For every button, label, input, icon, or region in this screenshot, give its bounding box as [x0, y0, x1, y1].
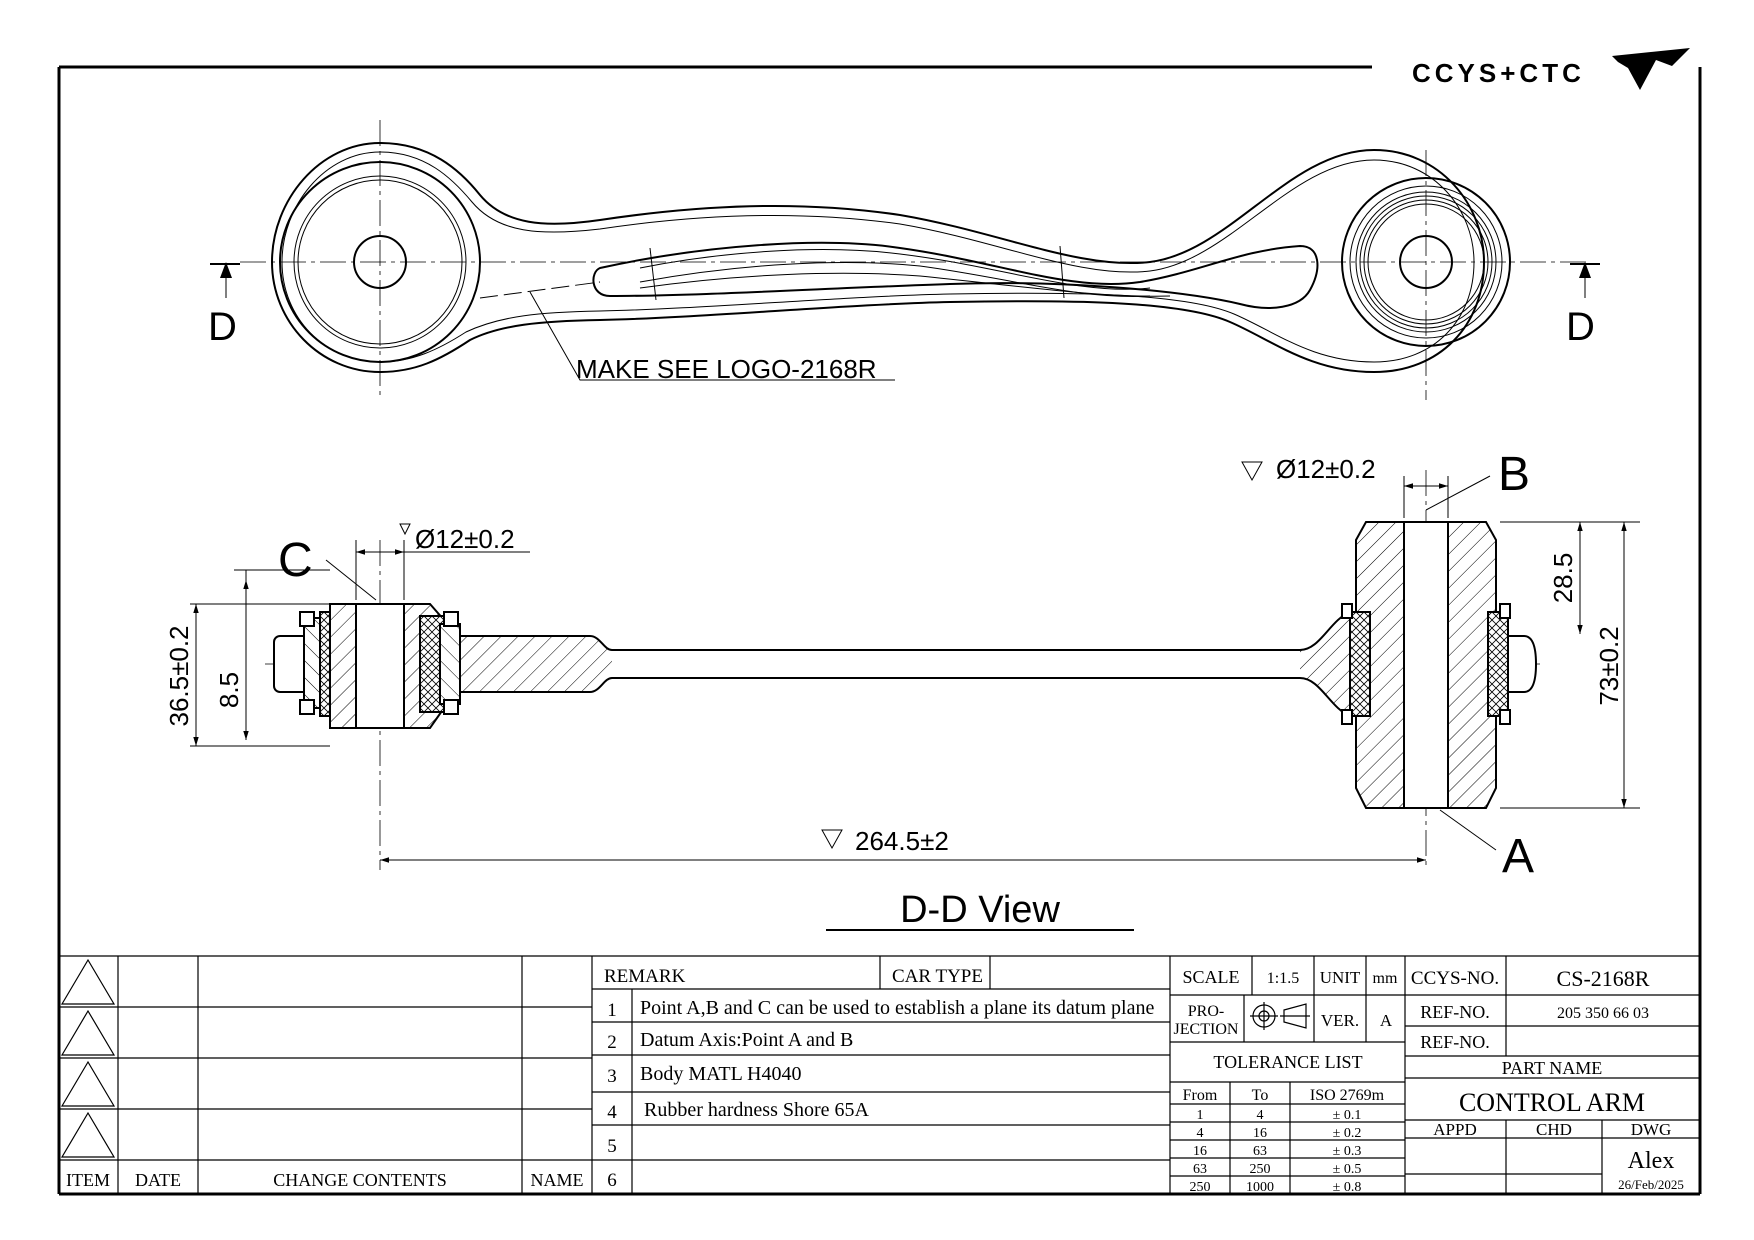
projection-label-2: JECTION	[1174, 1021, 1239, 1038]
projection-label-1: PRO-	[1188, 1003, 1224, 1020]
remark-text-2: Datum Axis:Point A and B	[640, 1029, 853, 1051]
dim-length: 264.5±2	[855, 826, 949, 856]
scale-value: 1:1.5	[1267, 970, 1299, 987]
tolerance-table: TOLERANCE LIST From To ISO 2769m 1 4 ± 0…	[1170, 1052, 1405, 1195]
tol-to-3: 63	[1253, 1144, 1267, 1159]
dim-height-right: 73±0.2	[1594, 626, 1624, 705]
tol-to-2: 16	[1253, 1126, 1267, 1141]
ref-no-label-2: REF-NO.	[1420, 1032, 1490, 1052]
scale-label: SCALE	[1182, 967, 1239, 987]
remark-no-6: 6	[607, 1170, 617, 1191]
rev-header-item: ITEM	[66, 1170, 110, 1190]
remark-header: REMARK	[604, 966, 686, 987]
top-view: MAKE SEE LOGO-2168R D D	[208, 120, 1600, 400]
dim-height-left: 36.5±0.2	[164, 625, 194, 726]
rev-header-name: NAME	[531, 1170, 584, 1190]
ver-value: A	[1380, 1011, 1393, 1030]
appd-label: APPD	[1433, 1120, 1476, 1139]
remark-no-1: 1	[607, 1000, 617, 1021]
ref-no-label-1: REF-NO.	[1420, 1002, 1490, 1022]
dwg-date: 26/Feb/2025	[1618, 1177, 1684, 1192]
tol-from-2: 4	[1197, 1126, 1204, 1141]
brand-logo-mark	[1612, 48, 1690, 90]
tol-header-std: ISO 2769m	[1310, 1087, 1385, 1104]
brand-logo: CCYS+CTC	[1412, 48, 1690, 90]
tol-header-to: To	[1252, 1087, 1269, 1104]
title-block: ITEM DATE CHANGE CONTENTS NAME REMARK CA…	[59, 955, 1700, 1195]
logo-note: MAKE SEE LOGO-2168R	[576, 354, 877, 384]
projection-symbol-icon	[1250, 1002, 1310, 1030]
remark-no-4: 4	[607, 1102, 617, 1123]
revision-table: ITEM DATE CHANGE CONTENTS NAME	[59, 956, 593, 1194]
ref-no-value-1: 205 350 66 03	[1557, 1005, 1649, 1022]
section-label-right: D	[1566, 305, 1595, 349]
brand-logo-text: CCYS+CTC	[1412, 58, 1585, 88]
dim-offset-left: 8.5	[214, 672, 244, 708]
tol-from-4: 63	[1193, 1162, 1207, 1177]
tol-to-5: 1000	[1246, 1180, 1274, 1195]
tol-value-2: ± 0.2	[1333, 1126, 1362, 1141]
section-view: Ø12±0.2 C Ø12±0.2 B A 264.5±2 36.5±0.2 8…	[164, 448, 1640, 931]
chd-label: CHD	[1536, 1120, 1572, 1139]
dim-hole-b: Ø12±0.2	[1276, 454, 1376, 484]
point-b-label: B	[1498, 448, 1530, 501]
scale-block: SCALE 1:1.5 UNIT mm PRO- JECTION VER. A	[1170, 956, 1406, 1194]
ccys-no-label: CCYS-NO.	[1411, 968, 1499, 989]
dwg-label: DWG	[1631, 1120, 1672, 1139]
part-info-block: CCYS-NO. CS-2168R REF-NO. 205 350 66 03 …	[1405, 956, 1700, 1194]
tol-value-1: ± 0.1	[1333, 1108, 1362, 1123]
rev-header-change: CHANGE CONTENTS	[273, 1170, 447, 1190]
part-name-label: PART NAME	[1502, 1058, 1602, 1078]
point-c-label: C	[278, 534, 313, 587]
tol-from-5: 250	[1190, 1180, 1211, 1195]
section-label-left: D	[208, 305, 237, 349]
unit-value: mm	[1373, 970, 1398, 987]
unit-label: UNIT	[1320, 968, 1361, 987]
tolerance-title: TOLERANCE LIST	[1213, 1052, 1362, 1072]
tol-value-4: ± 0.5	[1333, 1162, 1362, 1177]
tol-to-4: 250	[1250, 1162, 1271, 1177]
remarks-table: REMARK CAR TYPE 1 Point A,B and C can be…	[592, 956, 1171, 1194]
remark-no-2: 2	[607, 1032, 617, 1053]
dwg-name: Alex	[1628, 1148, 1675, 1174]
remark-no-5: 5	[607, 1136, 617, 1157]
dim-offset-right: 28.5	[1548, 553, 1578, 604]
tol-header-from: From	[1183, 1087, 1218, 1104]
remark-text-1: Point A,B and C can be used to establish…	[640, 997, 1154, 1019]
car-type-label: CAR TYPE	[892, 966, 983, 987]
dim-hole-c: Ø12±0.2	[415, 524, 515, 554]
section-view-title: D-D View	[900, 889, 1060, 931]
remark-text-4: Rubber hardness Shore 65A	[644, 1099, 870, 1121]
tol-from-3: 16	[1193, 1144, 1207, 1159]
tol-value-3: ± 0.3	[1333, 1144, 1362, 1159]
ccys-no-value: CS-2168R	[1557, 966, 1650, 991]
remark-no-3: 3	[607, 1066, 617, 1087]
remark-text-3: Body MATL H4040	[640, 1063, 801, 1085]
part-name-value: CONTROL ARM	[1459, 1088, 1645, 1117]
tol-to-1: 4	[1257, 1108, 1264, 1123]
drawing-border	[57, 65, 1702, 1196]
rev-header-date: DATE	[135, 1170, 181, 1190]
tol-value-5: ± 0.8	[1333, 1180, 1362, 1195]
point-a-label: A	[1502, 830, 1534, 883]
ver-label: VER.	[1321, 1011, 1359, 1030]
tol-from-1: 1	[1197, 1108, 1204, 1123]
